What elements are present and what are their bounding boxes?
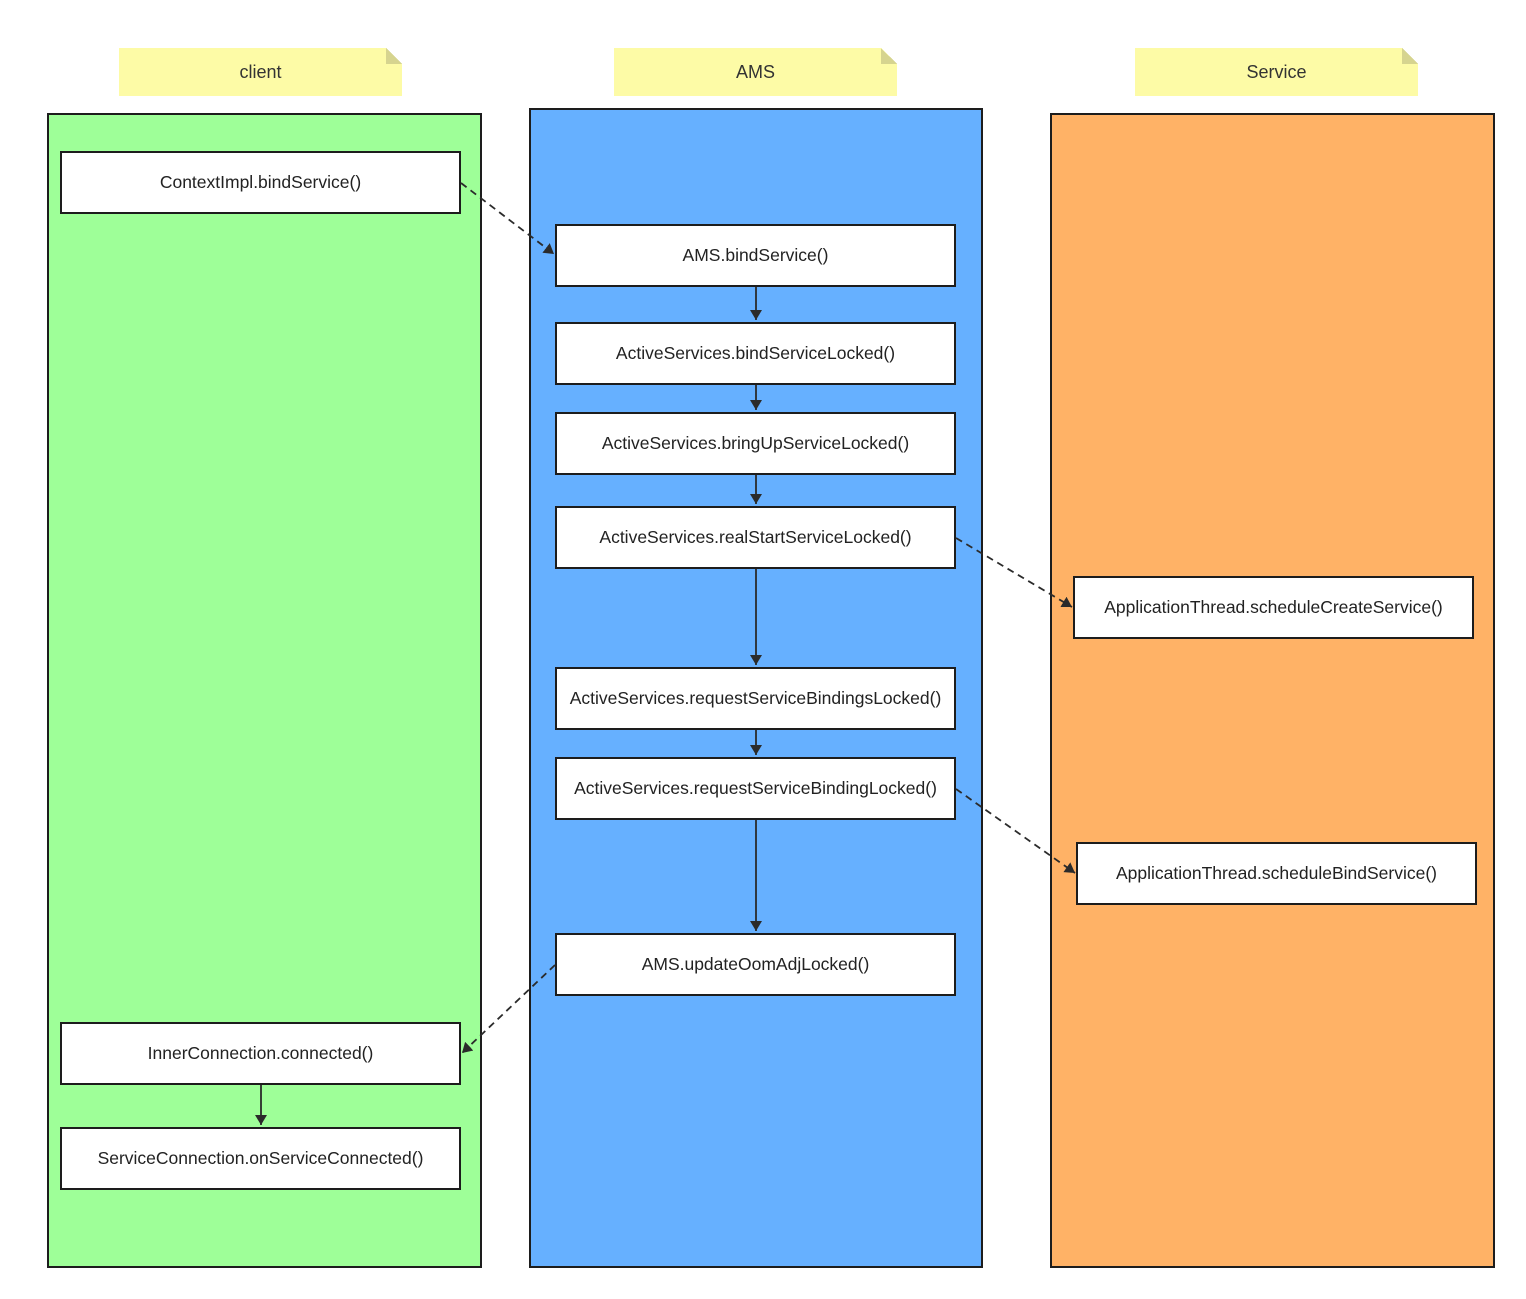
client-lane-title: client	[239, 61, 282, 82]
note-fold-corner	[881, 48, 897, 64]
ams-lane-title-note: AMS	[614, 48, 897, 96]
client-lane-title-note: client	[119, 48, 402, 96]
service-swimlane	[1050, 113, 1495, 1268]
service-lane-title-note: Service	[1135, 48, 1418, 96]
ams-lane-title: AMS	[735, 61, 775, 82]
context-impl-bind-service-node: ContextImpl.bindService()	[60, 151, 461, 214]
update-oom-adj-locked-node: AMS.updateOomAdjLocked()	[555, 933, 956, 996]
note-fold-corner	[1402, 48, 1418, 64]
schedule-create-service-node: ApplicationThread.scheduleCreateService(…	[1073, 576, 1474, 639]
inner-connection-connected-node: InnerConnection.connected()	[60, 1022, 461, 1085]
request-service-bindings-locked-node: ActiveServices.requestServiceBindingsLoc…	[555, 667, 956, 730]
bring-up-service-locked-node: ActiveServices.bringUpServiceLocked()	[555, 412, 956, 475]
service-lane-title: Service	[1246, 61, 1307, 82]
request-service-binding-locked-node: ActiveServices.requestServiceBindingLock…	[555, 757, 956, 820]
note-fold-corner	[386, 48, 402, 64]
ams-bind-service-node: AMS.bindService()	[555, 224, 956, 287]
service-connection-on-service-connected-node: ServiceConnection.onServiceConnected()	[60, 1127, 461, 1190]
schedule-bind-service-node: ApplicationThread.scheduleBindService()	[1076, 842, 1477, 905]
real-start-service-locked-node: ActiveServices.realStartServiceLocked()	[555, 506, 956, 569]
client-swimlane	[47, 113, 482, 1268]
bind-service-locked-node: ActiveServices.bindServiceLocked()	[555, 322, 956, 385]
